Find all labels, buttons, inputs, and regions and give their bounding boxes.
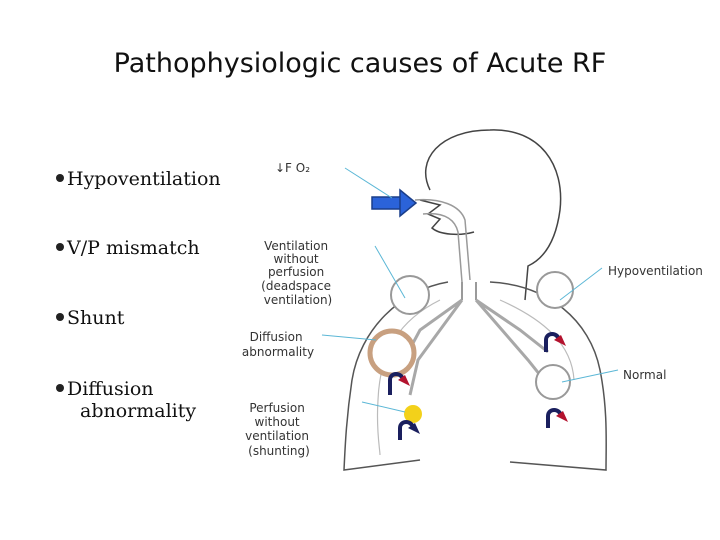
label-hypoventilation: Hypoventilation: [608, 264, 703, 278]
label-fio2: ↓F O₂: [275, 161, 310, 175]
blood-flow-shunt-icon: [400, 422, 413, 440]
label-perfusion-without-ventilation: Perfusion without ventilation (shunting): [245, 401, 313, 458]
label-ventilation-without-perfusion: Ventilation without perfusion (deadspace…: [261, 239, 335, 307]
leader-fio2: [345, 168, 392, 198]
blood-flow-normal-icon: [548, 410, 561, 428]
blood-flow-deadspace-icon: [390, 374, 403, 395]
alveolus-deadspace: [391, 276, 429, 314]
label-normal: Normal: [623, 368, 666, 382]
leader-shunt: [362, 402, 405, 412]
blood-flow-hypoventilation-icon: [546, 334, 559, 352]
inspired-air-arrow-icon: [372, 190, 416, 216]
alveolus-normal: [536, 365, 570, 399]
trachea: [462, 282, 476, 300]
label-diffusion-abnormality: Diffusion abnormality: [242, 330, 314, 359]
alveolus-diffusion: [370, 331, 414, 375]
alveolus-hypoventilation: [537, 272, 573, 308]
airway-upper: [415, 200, 470, 282]
leader-deadspace: [375, 246, 405, 298]
leader-normal: [562, 370, 618, 382]
